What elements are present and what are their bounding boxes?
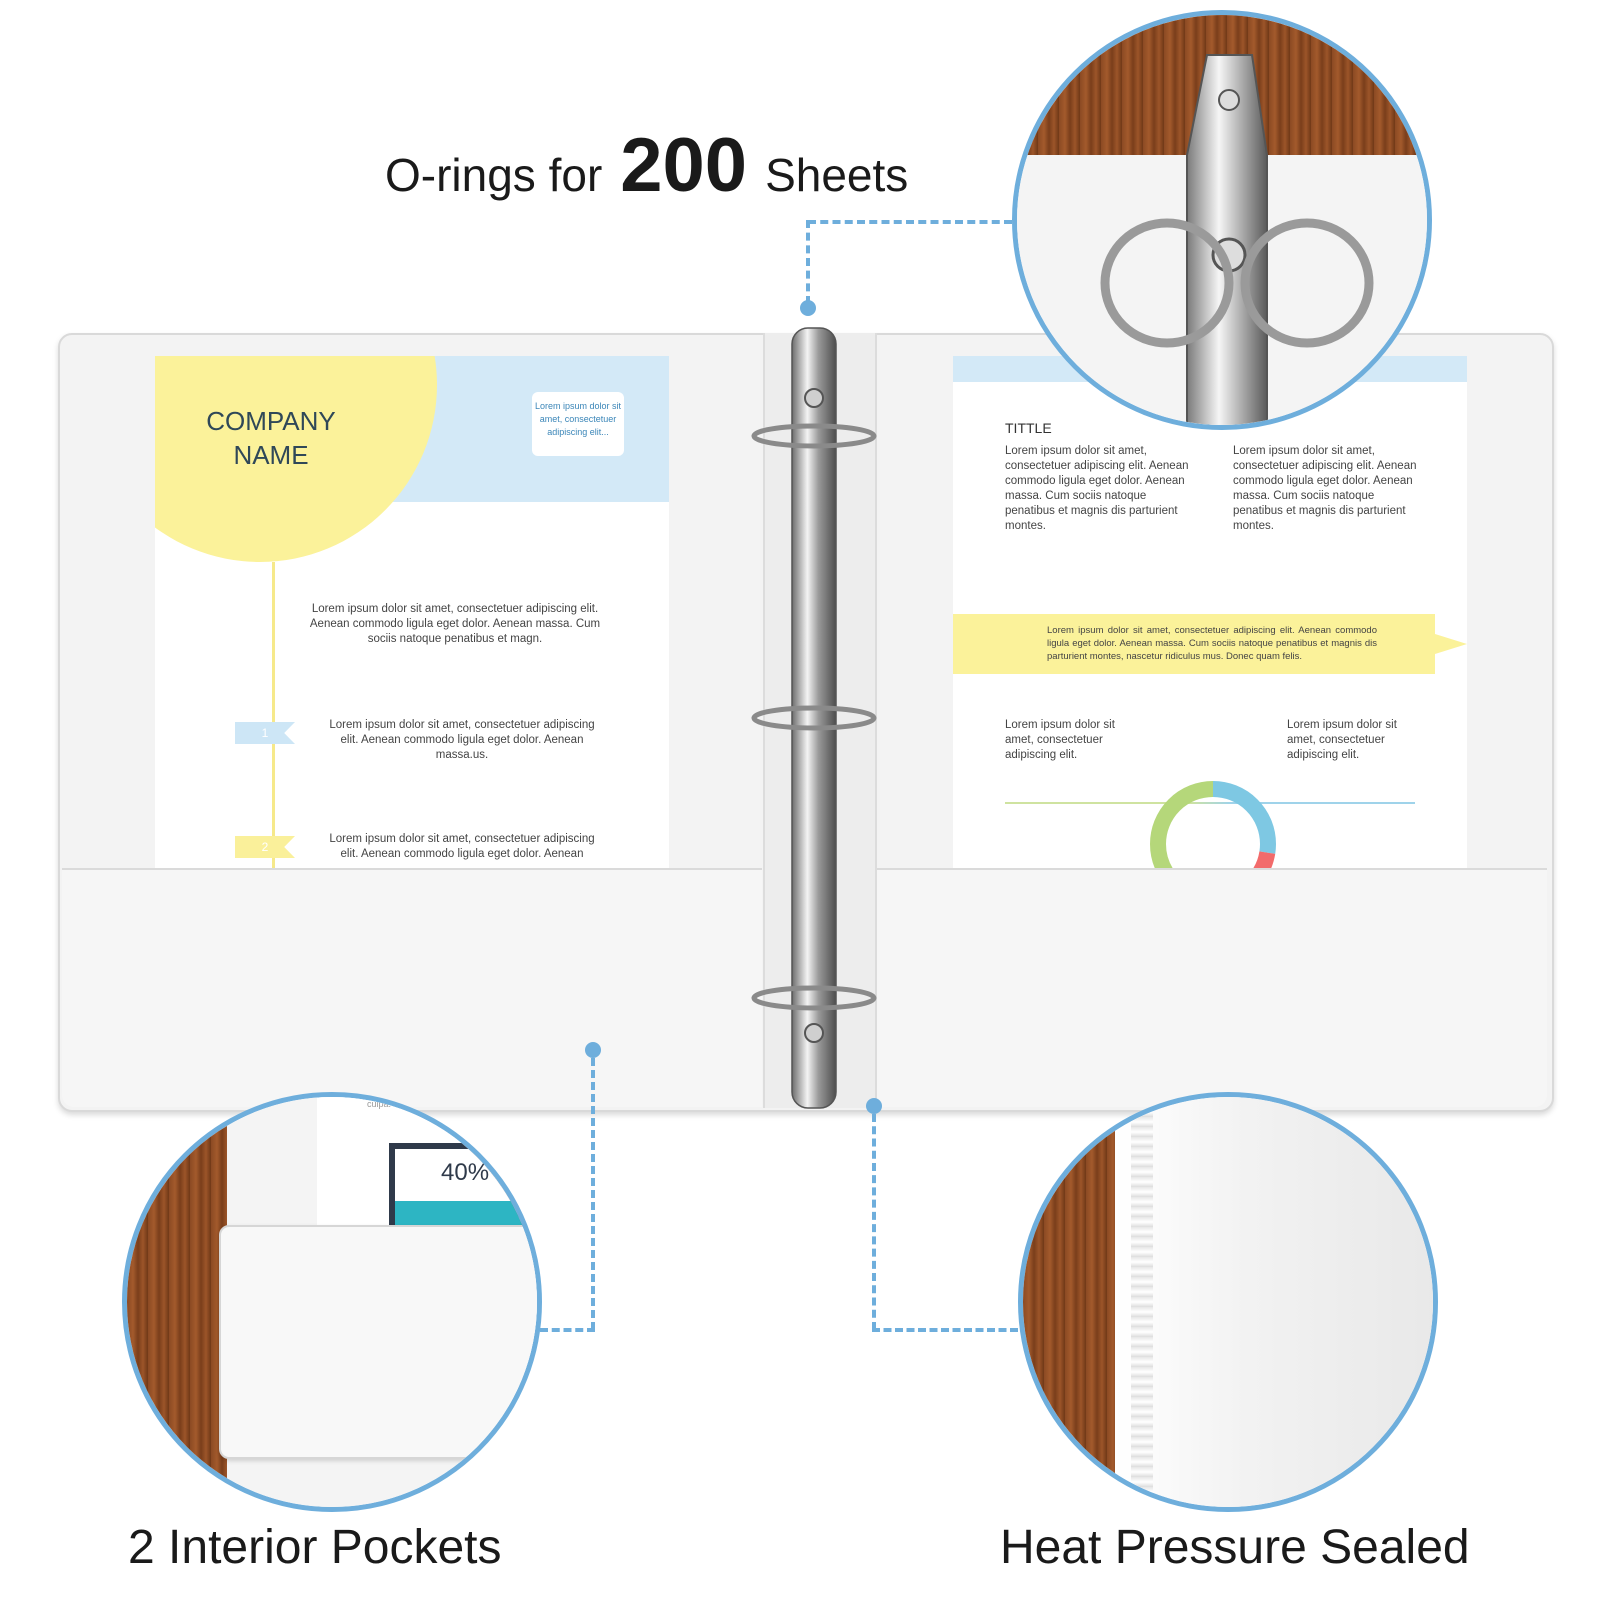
laptop-screen [395,1149,537,1201]
step-1-tag: 1 [235,722,295,744]
company-name: COMPANY NAME [191,404,351,472]
right-doc-banner [953,614,1467,674]
leader-top-horizontal [808,220,1012,224]
ring-middle [751,705,877,731]
step-1-text: Lorem ipsum dolor sit amet, consectetuer… [329,719,595,761]
sheet-tiny-text: culpa. The [367,1099,409,1109]
rivet-top [804,388,824,408]
ring-bar [791,327,837,1109]
right-document: TITTLE Lorem ipsum dolor sit amet, conse… [953,356,1467,868]
headline-prefix: O-rings for [385,149,603,201]
ring-closeup-graphic [1100,54,1374,425]
step-2-tag: 2 [235,836,295,858]
rivet-bottom [804,1023,824,1043]
left-document: COMPANY NAME Lorem ipsum dolor sit amet,… [155,356,669,868]
leader-pocket-horizontal [540,1328,595,1332]
headline-suffix: Sheets [765,149,909,201]
caption-interior-pockets: 2 Interior Pockets [128,1521,502,1574]
percent-label: 40% [441,1159,490,1186]
right-doc-rule [1005,802,1415,804]
donut-chart [1150,781,1276,868]
caption-heat-pressure-sealed: Heat Pressure Sealed [1000,1521,1470,1574]
pocket-flap [219,1225,537,1459]
headline-number: 200 [620,123,748,208]
left-doc-intro: Lorem ipsum dolor sit amet, consectetuer… [309,603,601,645]
right-doc-col-2: Lorem ipsum dolor sit amet, consectetuer… [1233,445,1417,532]
wood-background [1023,1097,1115,1507]
pocket-sheet: culpa. The 40% [317,1097,537,1227]
right-doc-col-1: Lorem ipsum dolor sit amet, consectetuer… [1005,445,1189,532]
right-doc-banner-text: Lorem ipsum dolor sit amet, consectetuer… [1047,625,1377,662]
right-doc-small-right: Lorem ipsum dolor sit amet, consectetuer… [1287,719,1397,761]
right-interior-pocket [875,868,1547,1107]
leader-top-vertical [806,220,810,304]
zoom-sealed-closeup [1018,1092,1438,1512]
step-2-text: Lorem ipsum dolor sit amet, consectetuer… [329,833,595,860]
speech-bubble: Lorem ipsum dolor sit amet, consectetuer… [532,392,624,456]
leader-sealed-dot [866,1098,882,1114]
ring-bottom [751,985,877,1011]
headline: O-rings for 200 Sheets [385,122,985,212]
leader-pocket-dot [585,1042,601,1058]
leader-sealed-vertical [872,1114,876,1330]
laptop-bar [395,1201,537,1227]
leader-pocket-vertical [591,1058,595,1330]
donut-segment-green [1150,781,1276,868]
leader-sealed-horizontal [872,1328,1018,1332]
heat-seal-seam [1131,1097,1153,1507]
company-line-2: NAME [233,440,309,470]
left-interior-pocket [62,868,762,1107]
ring-top [751,423,877,449]
sealed-cover [1115,1097,1433,1507]
wood-background [127,1097,227,1507]
ring-mechanism [751,327,877,1109]
company-line-1: COMPANY [206,406,336,436]
leader-top-dot [800,300,816,316]
zoom-pocket-closeup: culpa. The 40% [122,1092,542,1512]
timeline-line [272,562,275,868]
zoom-rings-closeup [1012,10,1432,430]
right-doc-small-left: Lorem ipsum dolor sit amet, consectetuer… [1005,719,1115,761]
laptop-graphic: 40% [389,1143,537,1227]
